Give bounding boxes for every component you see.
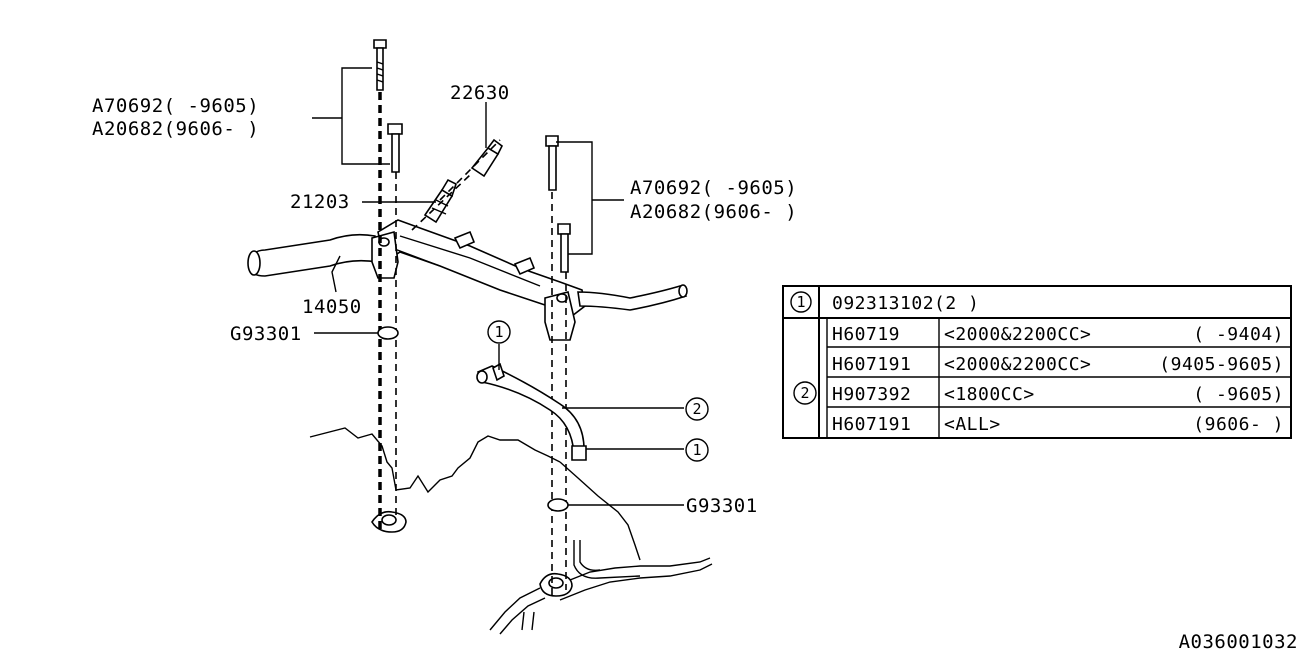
table-row-part: H607191 <box>832 354 911 375</box>
diagram-id: A036001032 <box>1179 631 1298 653</box>
sensor-22630 <box>470 138 504 178</box>
table-row-part: H907392 <box>832 384 911 405</box>
leader-lines <box>312 67 684 506</box>
label-gasket-right: G93301 <box>686 495 758 517</box>
table-marker-1: 1 <box>790 291 812 313</box>
callout-1-top: 1 <box>487 320 511 344</box>
label-sensor-21203: 21203 <box>290 191 350 213</box>
svg-text:2: 2 <box>800 384 809 402</box>
lower-pipe-stub <box>573 540 641 579</box>
callout-2: 2 <box>685 397 709 421</box>
svg-text:1: 1 <box>692 441 701 459</box>
table-row-part: H607191 <box>832 414 911 435</box>
gasket-left <box>377 326 399 340</box>
table-row-spec: <2000&2200CC> <box>944 324 1091 345</box>
engine-block-outline <box>309 427 713 635</box>
water-pipe-14050 <box>247 219 688 341</box>
bolt-right-short <box>557 223 571 273</box>
table-row-spec: <2000&2200CC> <box>944 354 1091 375</box>
table-row1-part: 092313102(2 ) <box>832 293 979 314</box>
parts-table: 1 092313102(2 ) 2 H60719 <2000&2200CC> (… <box>782 285 1292 439</box>
svg-text:1: 1 <box>494 323 503 341</box>
bypass-hose <box>476 362 587 461</box>
sensor-axis-line <box>411 139 501 231</box>
table-row-range: (9405-9605) <box>1159 354 1284 375</box>
table-row-spec: <1800CC> <box>944 384 1035 405</box>
label-bolt-right-1: A70692( -9605) <box>630 177 797 199</box>
label-bolt-left-1: A70692( -9605) <box>92 95 259 117</box>
table-row-range: (9606- ) <box>1193 414 1284 435</box>
table-row-spec: <ALL> <box>944 414 1001 435</box>
lower-mount-left <box>371 510 407 533</box>
label-sensor-22630: 22630 <box>450 82 510 104</box>
bolt-right-long <box>545 135 559 191</box>
bolt-left-long <box>373 39 387 91</box>
label-pipe-14050: 14050 <box>302 296 362 318</box>
bolt-left-short <box>387 123 403 173</box>
label-bolt-left-2: A20682(9606- ) <box>92 118 259 140</box>
label-gasket-left: G93301 <box>230 323 302 345</box>
gasket-right <box>547 498 569 512</box>
table-row-range: ( -9605) <box>1193 384 1284 405</box>
sensor-21203 <box>423 178 457 224</box>
table-row-part: H60719 <box>832 324 900 345</box>
table-marker-2: 2 <box>793 381 817 405</box>
table-row-range: ( -9404) <box>1193 324 1284 345</box>
lower-mount-right <box>539 572 573 597</box>
callout-1-bottom: 1 <box>685 438 709 462</box>
svg-text:2: 2 <box>692 400 701 418</box>
svg-text:1: 1 <box>796 293 805 311</box>
label-bolt-right-2: A20682(9606- ) <box>630 201 797 223</box>
